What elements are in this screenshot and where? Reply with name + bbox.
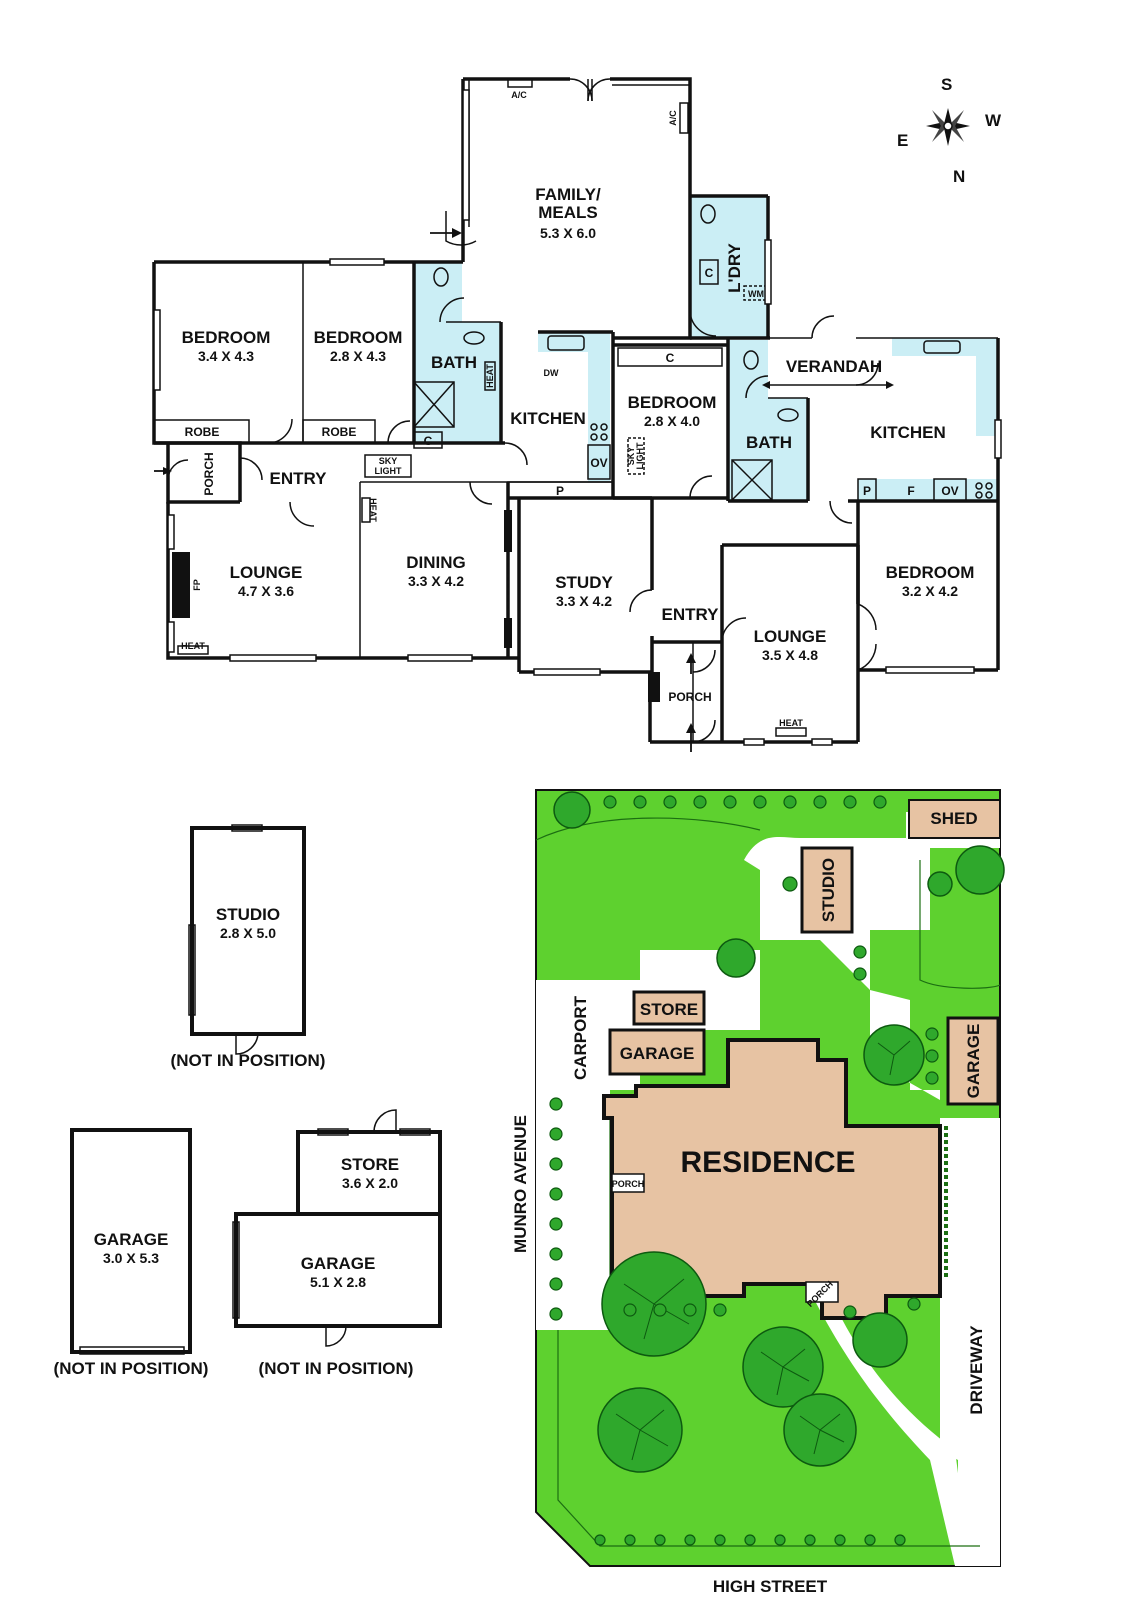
laundry-label: L'DRY (725, 243, 744, 293)
porch-1-label: PORCH (202, 452, 216, 495)
ac-label: A/C (511, 90, 527, 100)
studio-note: (NOT IN POSITION) (171, 1051, 326, 1070)
store-dimensions: 3.6 X 2.0 (342, 1175, 398, 1191)
carport-label: CARPORT (571, 995, 590, 1080)
skylight-label-line2: LIGHT (375, 466, 402, 476)
munro-avenue-label: MUNRO AVENUE (511, 1115, 530, 1253)
compass-north-label: N (953, 167, 965, 186)
verandah-label: VERANDAH (786, 357, 882, 376)
driveway-label: DRIVEWAY (967, 1325, 986, 1415)
study-dimensions: 3.3 X 4.2 (556, 593, 612, 609)
outbuildings: STUDIO 2.8 X 5.0 (NOT IN POSITION) GARAG… (54, 824, 442, 1378)
residence-label: RESIDENCE (680, 1146, 855, 1179)
dining-dimensions: 3.3 X 4.2 (408, 573, 464, 589)
heat-label: HEAT (485, 364, 495, 388)
kitchen-2-label: KITCHEN (870, 423, 946, 442)
washer-label: WM (748, 289, 764, 299)
robe-label: ROBE (185, 425, 220, 439)
lounge-2-dimensions: 3.5 X 4.8 (762, 647, 818, 663)
lounge-1-label: LOUNGE (230, 563, 303, 582)
compass-rose-icon: S W E N (897, 75, 1002, 186)
bedroom-1-label: BEDROOM (182, 328, 271, 347)
pantry-label: P (556, 484, 564, 498)
shed-label: SHED (930, 809, 977, 828)
high-street-label: HIGH STREET (713, 1577, 828, 1596)
heat-label: HEAT (368, 498, 378, 522)
lounge-2-label: LOUNGE (754, 627, 827, 646)
cupboard-label: C (666, 351, 675, 365)
fridge-label: F (907, 484, 914, 498)
kitchen-1-label: KITCHEN (510, 409, 586, 428)
site-porch-label: PORCH (612, 1179, 645, 1189)
bedroom-2-label: BEDROOM (314, 328, 403, 347)
study-label: STUDY (555, 573, 613, 592)
bedroom-4-dimensions: 3.2 X 4.2 (902, 583, 958, 599)
garage-a-note: (NOT IN POSITION) (54, 1359, 209, 1378)
family-meals-label: FAMILY/ (535, 185, 601, 204)
bedroom-3-label: BEDROOM (628, 393, 717, 412)
shrub-row (549, 795, 939, 1546)
lounge-1-dimensions: 4.7 X 3.6 (238, 583, 294, 599)
garage-b-dimensions: 5.1 X 2.8 (310, 1274, 366, 1290)
compass-east-label: E (897, 131, 908, 150)
site-store-label: STORE (640, 1000, 698, 1019)
cupboard-label: C (424, 434, 433, 448)
porch-2-label: PORCH (668, 690, 711, 704)
bedroom-4-label: BEDROOM (886, 563, 975, 582)
heat-label: HEAT (181, 641, 205, 651)
pantry-label: P (863, 484, 871, 498)
family-meals-dimensions: 5.3 X 6.0 (540, 225, 596, 241)
oven-label: OV (590, 456, 607, 470)
ac-label: A/C (668, 110, 678, 126)
garage-b-label: GARAGE (301, 1254, 376, 1273)
family-meals-label-line2: MEALS (538, 203, 598, 222)
site-studio-label: STUDIO (819, 858, 838, 922)
garage-a-dimensions: 3.0 X 5.3 (103, 1250, 159, 1266)
skylight-label: SKY (379, 456, 398, 466)
entry-1-label: ENTRY (270, 469, 328, 488)
garage-a-label: GARAGE (94, 1230, 169, 1249)
compass-west-label: W (985, 111, 1002, 130)
oven-label: OV (941, 484, 958, 498)
entry-arrow-icon (154, 228, 894, 752)
site-plan: RESIDENCE SHED STUDIO STORE GARAGE GARAG… (511, 789, 1005, 1596)
dining-label: DINING (406, 553, 466, 572)
main-floor-plan: FAMILY/ MEALS 5.3 X 6.0 BEDROOM 3.4 X 4.… (152, 77, 1002, 752)
heat-label: HEAT (779, 718, 803, 728)
store-label: STORE (341, 1155, 399, 1174)
bath-2-label: BATH (746, 433, 792, 452)
compass-south-label: S (941, 75, 952, 94)
garage-b-note: (NOT IN POSITION) (259, 1359, 414, 1378)
studio-dimensions: 2.8 X 5.0 (220, 925, 276, 941)
site-garage-2-label: GARAGE (964, 1024, 983, 1099)
bedroom-1-dimensions: 3.4 X 4.3 (198, 348, 254, 364)
robe-label: ROBE (322, 425, 357, 439)
skylight-label: SKY (626, 447, 636, 466)
skylight-label-line2: LIGHT (635, 442, 645, 469)
bedroom-3-dimensions: 2.8 X 4.0 (644, 413, 700, 429)
site-garage-label: GARAGE (620, 1044, 695, 1063)
dishwasher-label: DW (544, 368, 559, 378)
cupboard-label: C (705, 266, 714, 280)
bath-1-label: BATH (431, 353, 477, 372)
fireplace-label: FP (192, 579, 202, 591)
studio-label: STUDIO (216, 905, 280, 924)
entry-2-label: ENTRY (662, 605, 720, 624)
bedroom-2-dimensions: 2.8 X 4.3 (330, 348, 386, 364)
